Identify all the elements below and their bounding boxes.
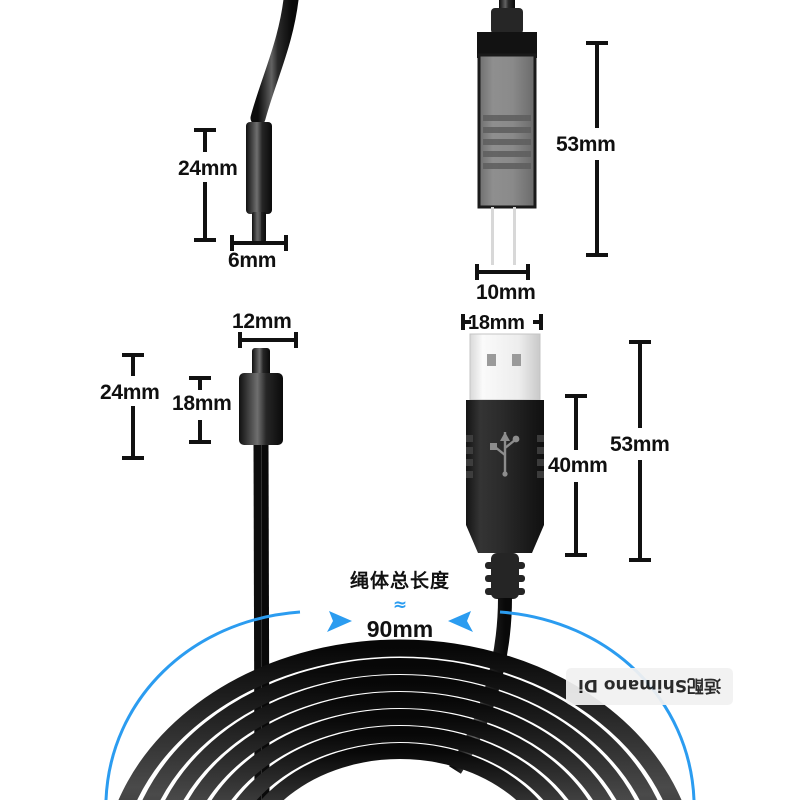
dim-label-mid-total: 24mm: [100, 381, 160, 404]
length-arc-left: [104, 610, 301, 800]
dim-label-mid-width: 12mm: [232, 310, 292, 333]
gray-connector-strain-relief: [491, 8, 523, 34]
dim-label-usb-width: 18mm: [468, 312, 525, 334]
mid-connector-body: [239, 373, 283, 445]
callout-title: 绳体总长度: [349, 570, 450, 592]
usb-plug-shell: [469, 333, 541, 401]
callout-length-value: 90mm: [366, 616, 434, 642]
total-length-callout: 绳体总长度 ≈ 90mm: [330, 566, 470, 643]
usb-plug-contact-right: [512, 354, 521, 366]
dim-line-gray-10mm: [475, 264, 530, 280]
gray-connector-pin-left: [491, 207, 494, 265]
barrel-cable: [250, 0, 299, 126]
usb-strain-relief: [485, 553, 525, 599]
gray-connector-cable: [499, 0, 515, 10]
dim-label-barrel-length: 24mm: [178, 157, 238, 180]
dim-label-gray-width: 10mm: [476, 281, 536, 304]
dim-label-mid-body: 18mm: [172, 392, 232, 415]
callout-approx-symbol: ≈: [392, 595, 408, 615]
dim-label-gray-total: 53mm: [556, 133, 616, 156]
gray-connector-ridges: [483, 115, 531, 169]
dim-label-usb-body: 40mm: [548, 454, 608, 477]
cable-coil: [118, 639, 682, 800]
usb-body-grip-ridges: [466, 435, 544, 478]
gray-connector-pin-right: [513, 207, 516, 265]
dim-line-barrel-24mm: [194, 128, 216, 242]
dim-label-usb-total: 53mm: [610, 433, 670, 456]
usb-plug-contact-left: [487, 354, 496, 366]
length-arrow-left: [327, 611, 352, 632]
usb-trident-icon: [490, 432, 520, 477]
watermark-label: 适配Shimano Di: [566, 668, 733, 705]
gray-connector-assembly: [477, 0, 537, 265]
dim-line-gray-53mm: [586, 41, 608, 257]
dim-line-usb-53mm: [629, 340, 651, 562]
dim-line-barrel-6mm: [230, 235, 288, 251]
barrel-plug-assembly: [246, 0, 299, 242]
mid-connector-tip: [252, 348, 270, 376]
dim-line-mid-12mm: [238, 332, 298, 348]
barrel-tip-highlight: [256, 212, 261, 242]
dim-line-mid-24mm: [122, 353, 144, 460]
dim-line-mid-18mm: [189, 376, 211, 444]
dim-line-usb-18mm: [461, 314, 543, 330]
dim-line-usb-40mm: [565, 394, 587, 557]
length-arrow-right: [448, 611, 473, 632]
barrel-body: [246, 122, 272, 214]
dim-label-barrel-tip-width: 6mm: [228, 249, 277, 272]
